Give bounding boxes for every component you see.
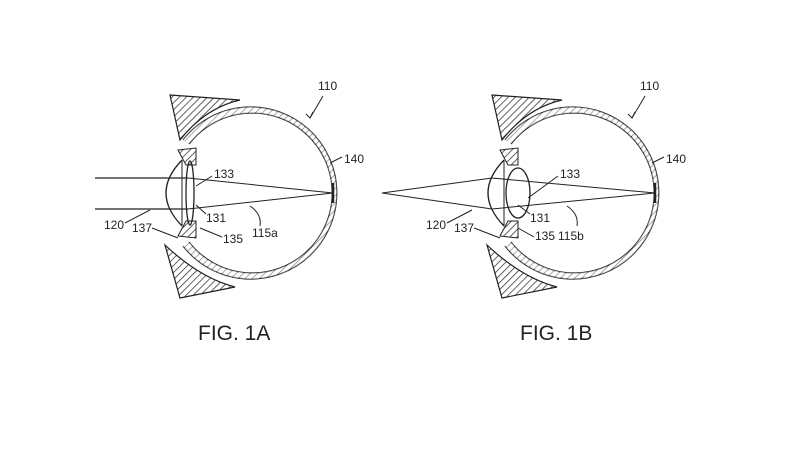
figure-caption: FIG. 1B	[520, 322, 592, 345]
leader-lines	[446, 95, 665, 239]
figure-caption: FIG. 1A	[198, 322, 270, 345]
label-120: 120	[104, 218, 124, 232]
label-120: 120	[426, 218, 446, 232]
label-115a: 115a	[252, 226, 278, 240]
leader-lines	[124, 95, 343, 239]
label-137: 137	[454, 221, 474, 235]
label-131: 131	[530, 211, 550, 225]
lens	[505, 167, 531, 219]
label-110: 110	[640, 79, 659, 93]
figure-1b: 110 140 133 131 135 115b 120 137 FIG. 1B	[381, 79, 686, 345]
label-140: 140	[344, 152, 364, 166]
label-133: 133	[214, 167, 234, 181]
label-115b: 115b	[558, 229, 584, 243]
light-rays	[95, 177, 334, 210]
lens	[185, 160, 195, 226]
label-131: 131	[206, 211, 226, 225]
label-135: 135	[535, 229, 555, 243]
label-140: 140	[666, 152, 686, 166]
label-133: 133	[560, 167, 580, 181]
label-137: 137	[132, 221, 152, 235]
eye-drawing	[163, 93, 338, 300]
figure-1a: 110 140 133 131 135 115a 120 137 FIG. 1A	[95, 79, 364, 345]
label-110: 110	[318, 79, 337, 93]
eye-drawing	[485, 93, 660, 300]
label-135: 135	[223, 232, 243, 246]
light-rays	[381, 177, 656, 210]
